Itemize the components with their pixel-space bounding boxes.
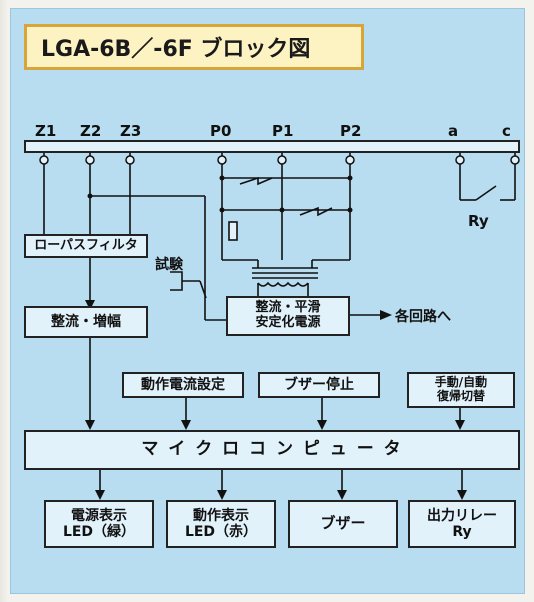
microcomputer-block: マ イ ク ロ コ ン ピ ュ ー タ [24, 430, 520, 470]
buzzer-stop-block: ブザー停止 [258, 372, 380, 398]
terminal-label-a: a [448, 122, 459, 140]
output-relay-block: 出力リレー Ry [408, 500, 516, 548]
reset-mode-switch-block: 手動/自動 復帰切替 [407, 372, 515, 408]
terminal-label-z2: Z2 [80, 122, 102, 140]
terminal-label-c: c [502, 122, 511, 140]
power-supply-block: 整流・平滑 安定化電源 [226, 296, 350, 336]
diagram-title: LGA-6B／-6F ブロック図 [24, 24, 364, 70]
rectifier-amplifier-block: 整流・増幅 [24, 306, 148, 338]
terminal-label-p2: P2 [340, 122, 362, 140]
test-switch-label: 試験 [155, 257, 183, 273]
terminal-label-z1: Z1 [35, 122, 57, 140]
buzzer-block: ブザー [288, 500, 398, 548]
relay-label: Ry [468, 212, 489, 230]
terminal-label-p0: P0 [210, 122, 232, 140]
to-circuits-label: 各回路へ [395, 309, 451, 325]
lowpass-filter-block: ローパスフィルタ [24, 234, 148, 258]
terminal-label-z3: Z3 [120, 122, 142, 140]
terminal-label-p1: P1 [272, 122, 294, 140]
current-setting-block: 動作電流設定 [122, 372, 244, 398]
operation-led-block: 動作表示 LED（赤） [166, 500, 276, 548]
terminal-bar [24, 140, 520, 153]
power-led-block: 電源表示 LED（緑） [44, 500, 154, 548]
